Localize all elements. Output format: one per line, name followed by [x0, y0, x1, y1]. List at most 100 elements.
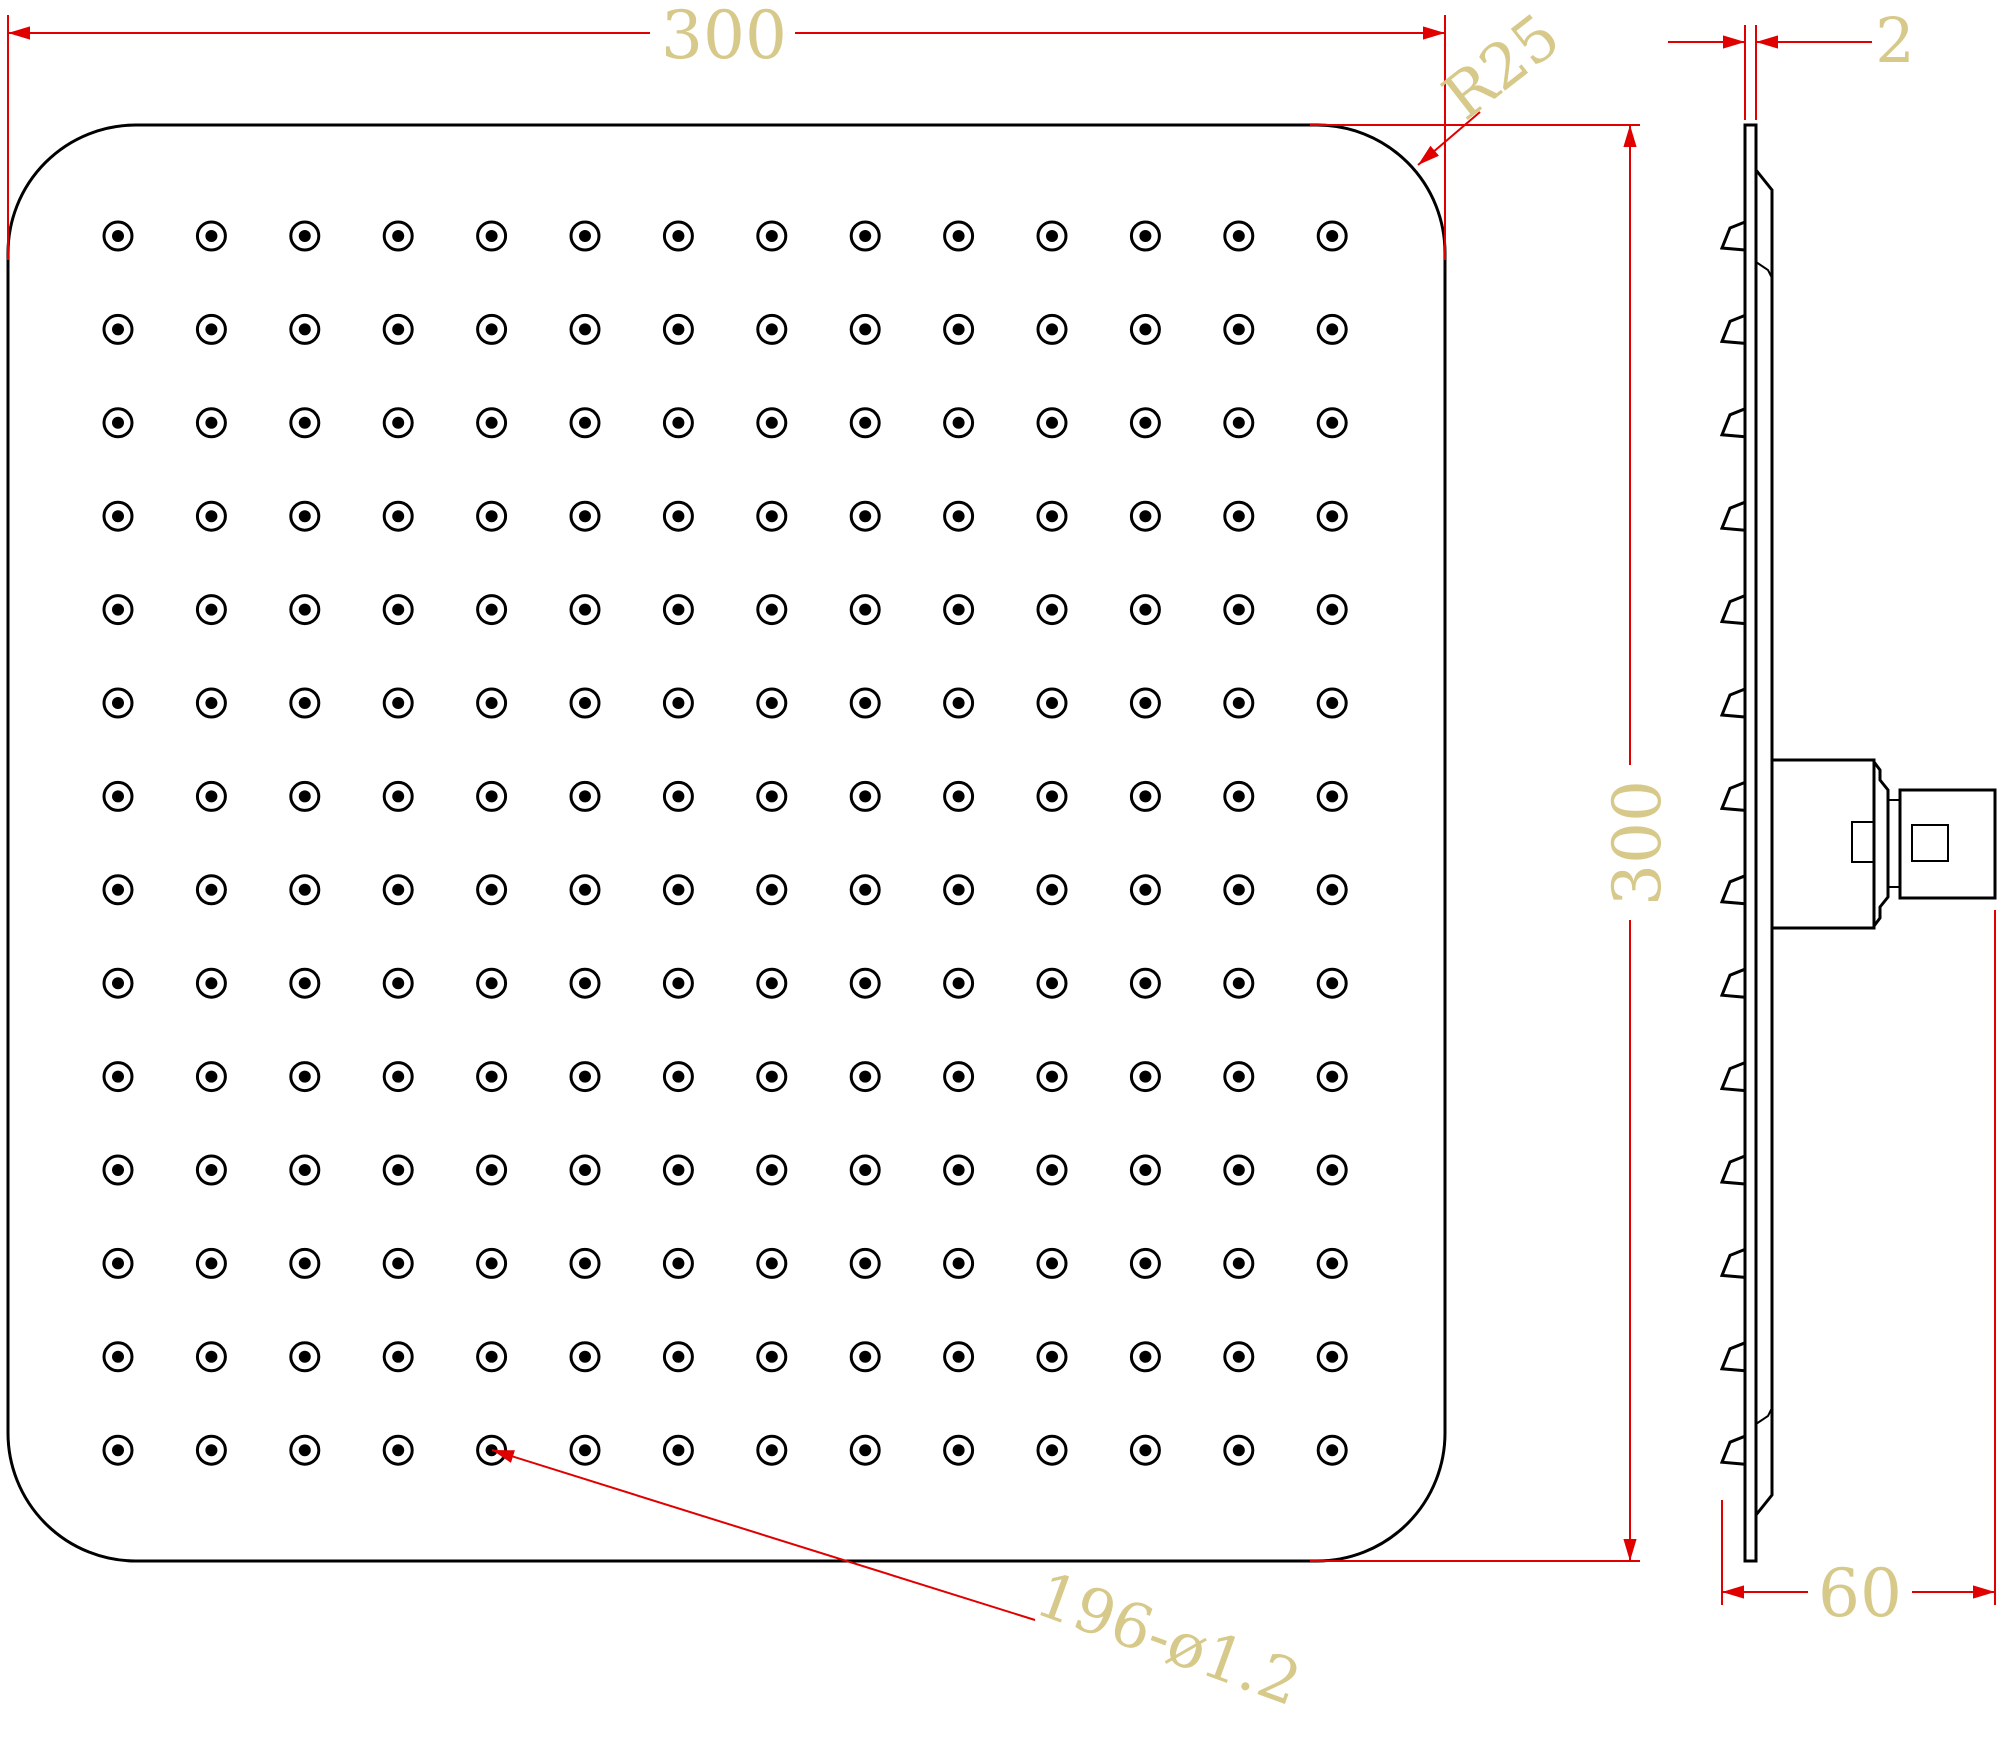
nozzle [382, 874, 414, 906]
nozzle [849, 780, 881, 812]
nozzle [756, 1154, 788, 1186]
nozzle [1316, 407, 1348, 439]
nozzle [476, 594, 508, 626]
nozzle [662, 967, 694, 999]
nozzle [943, 500, 975, 532]
nozzle [1129, 687, 1161, 719]
nozzle [102, 687, 134, 719]
nozzle [382, 1061, 414, 1093]
nozzle [569, 220, 601, 252]
nozzle [1316, 780, 1348, 812]
nozzle [569, 1434, 601, 1466]
nozzle [1129, 594, 1161, 626]
height-dimension: 300 [1310, 124, 1676, 1562]
nozzle [289, 1061, 321, 1093]
width-label: 300 [661, 0, 787, 74]
nozzle [1036, 1247, 1068, 1279]
nozzle [102, 1154, 134, 1186]
nozzle [1129, 313, 1161, 345]
side-nozzle-tip [1719, 781, 1746, 812]
nozzle [943, 1341, 975, 1373]
nozzle [756, 780, 788, 812]
side-nozzle-tip [1719, 220, 1746, 252]
nozzle [569, 500, 601, 532]
nozzle [756, 1434, 788, 1466]
nozzle [382, 780, 414, 812]
nozzle [1316, 967, 1348, 999]
depth-dimension: 60 [1721, 910, 1996, 1632]
connector-ball [1851, 821, 1875, 863]
nozzle [1316, 1247, 1348, 1279]
nozzle [1223, 594, 1255, 626]
nozzle [569, 1247, 601, 1279]
nozzle [476, 1247, 508, 1279]
nozzle-leader [491, 1449, 1036, 1621]
ball-joint-connector [1770, 758, 1997, 930]
nozzle [382, 1341, 414, 1373]
nozzle [382, 407, 414, 439]
nozzle [195, 967, 227, 999]
nozzle [476, 500, 508, 532]
nozzle [569, 1061, 601, 1093]
nozzle [382, 1434, 414, 1466]
nozzle [382, 687, 414, 719]
connector-collar [1887, 799, 1901, 888]
side-nozzle-tips [1719, 220, 1746, 1466]
nozzle [849, 967, 881, 999]
nozzle [476, 313, 508, 345]
nozzle [1316, 594, 1348, 626]
nozzle [756, 220, 788, 252]
nozzle [849, 1247, 881, 1279]
nozzle [849, 407, 881, 439]
nozzle [756, 594, 788, 626]
nozzle [662, 313, 694, 345]
side-nozzle-tip [1719, 874, 1746, 906]
nozzle [849, 1434, 881, 1466]
nozzle [1316, 874, 1348, 906]
side-nozzle-tip [1719, 1341, 1746, 1373]
nozzle [1036, 1341, 1068, 1373]
side-plate [1743, 123, 1758, 1563]
nozzle [1036, 780, 1068, 812]
nozzle [756, 1061, 788, 1093]
nozzle [1129, 500, 1161, 532]
nozzle [289, 407, 321, 439]
nozzle [1129, 220, 1161, 252]
nozzle [569, 874, 601, 906]
nozzle [662, 780, 694, 812]
nozzle [1223, 313, 1255, 345]
nozzle [569, 780, 601, 812]
nozzle-callout: 196-ø1.2 [491, 1449, 1310, 1720]
nozzle [662, 1434, 694, 1466]
nozzle [1223, 1341, 1255, 1373]
nozzle [756, 407, 788, 439]
nozzle [195, 1061, 227, 1093]
nozzle [1036, 687, 1068, 719]
nozzle [849, 500, 881, 532]
nozzle [102, 874, 134, 906]
height-label: 300 [1599, 780, 1676, 906]
width-dimension: 300 [7, 0, 1446, 260]
side-nozzle-tip [1719, 1434, 1746, 1466]
nozzle [289, 874, 321, 906]
nozzle [1129, 967, 1161, 999]
shower-plate-outline [6, 123, 1447, 1563]
nozzle [195, 220, 227, 252]
thickness-label: 2 [1875, 4, 1914, 77]
nozzle [1036, 313, 1068, 345]
side-body-profile [1754, 169, 1774, 1516]
connector-pipe [1898, 788, 1997, 900]
nozzle [289, 1154, 321, 1186]
nozzle [1223, 220, 1255, 252]
nozzle [756, 967, 788, 999]
nozzle [289, 220, 321, 252]
nozzle [195, 780, 227, 812]
nozzle [1129, 780, 1161, 812]
nozzle [1223, 1061, 1255, 1093]
nozzle [102, 1061, 134, 1093]
nozzle [849, 220, 881, 252]
nozzle [943, 407, 975, 439]
nozzle [289, 313, 321, 345]
nozzle [662, 1247, 694, 1279]
